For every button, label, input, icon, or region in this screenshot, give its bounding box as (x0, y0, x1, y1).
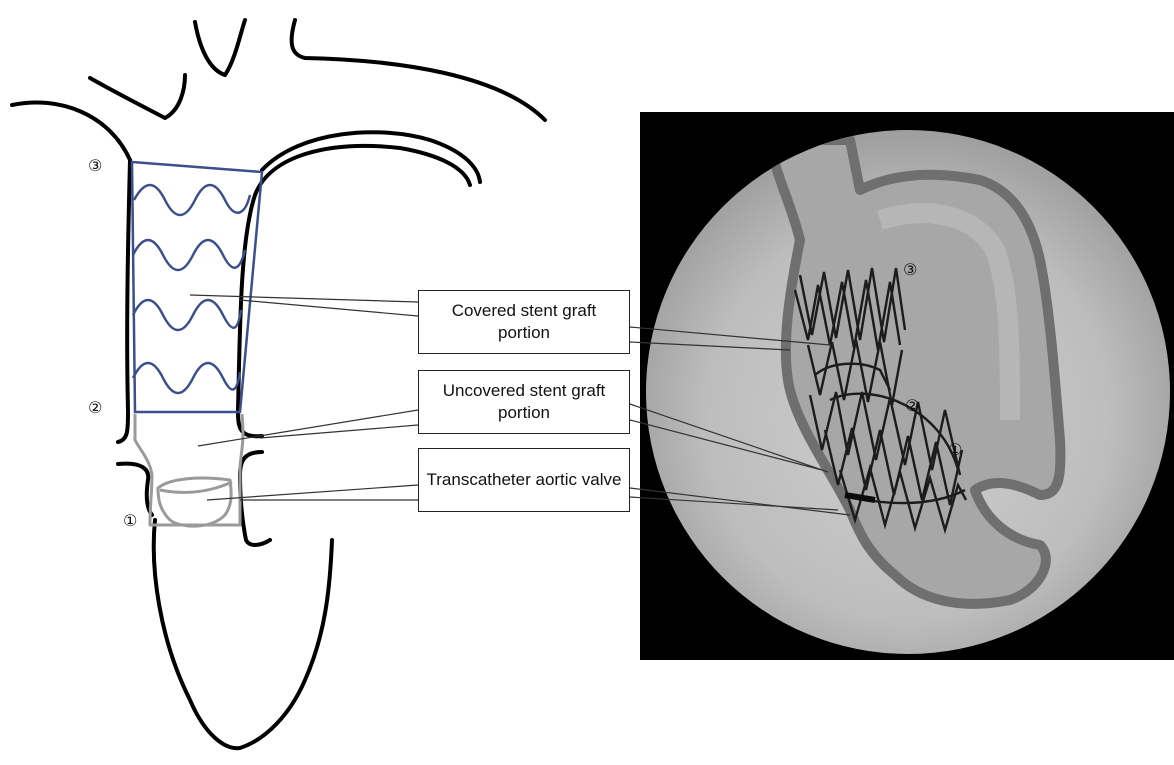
fluoroscopy-image (640, 112, 1174, 660)
stent-ring-4 (133, 363, 240, 393)
marker-3-schematic: ③ (88, 158, 102, 174)
marker-2-fluoro: ② (905, 398, 919, 414)
uncovered-stent-and-valve (135, 414, 243, 526)
label-transcatheter-aortic-valve: Transcatheter aortic valve (418, 448, 630, 512)
marker-1-fluoro: ① (948, 442, 962, 458)
leader-lines-left (190, 295, 418, 500)
valve-leaflet (160, 482, 232, 492)
marker-2-schematic: ② (88, 400, 102, 416)
annulus-left-lower (118, 464, 152, 515)
supra-aortic-vessel-1 (90, 75, 185, 118)
annulus-right-lower (240, 452, 270, 545)
marker-1-schematic: ① (123, 513, 137, 529)
left-ventricle (154, 520, 332, 748)
stent-ring-1 (134, 185, 250, 215)
label-uncovered-stent-graft-portion: Uncovered stent graft portion (418, 370, 630, 434)
stent-ring-3 (133, 300, 241, 330)
supra-aortic-vessel-3 (292, 20, 545, 120)
annulus-left-upper (118, 412, 128, 442)
label-uncovered-text: Uncovered stent graft portion (425, 380, 623, 424)
uncovered-stent-outline (135, 414, 243, 525)
stent-ring-2 (133, 240, 245, 270)
label-covered-stent-graft-portion: Covered stent graft portion (418, 290, 630, 354)
ascending-aorta-left-wall (127, 160, 130, 410)
label-covered-text: Covered stent graft portion (425, 300, 623, 344)
supra-aortic-vessel-2 (195, 20, 245, 75)
marker-3-fluoro: ③ (903, 262, 917, 278)
label-valve-text: Transcatheter aortic valve (427, 469, 622, 491)
arch-left-branch (12, 102, 130, 160)
